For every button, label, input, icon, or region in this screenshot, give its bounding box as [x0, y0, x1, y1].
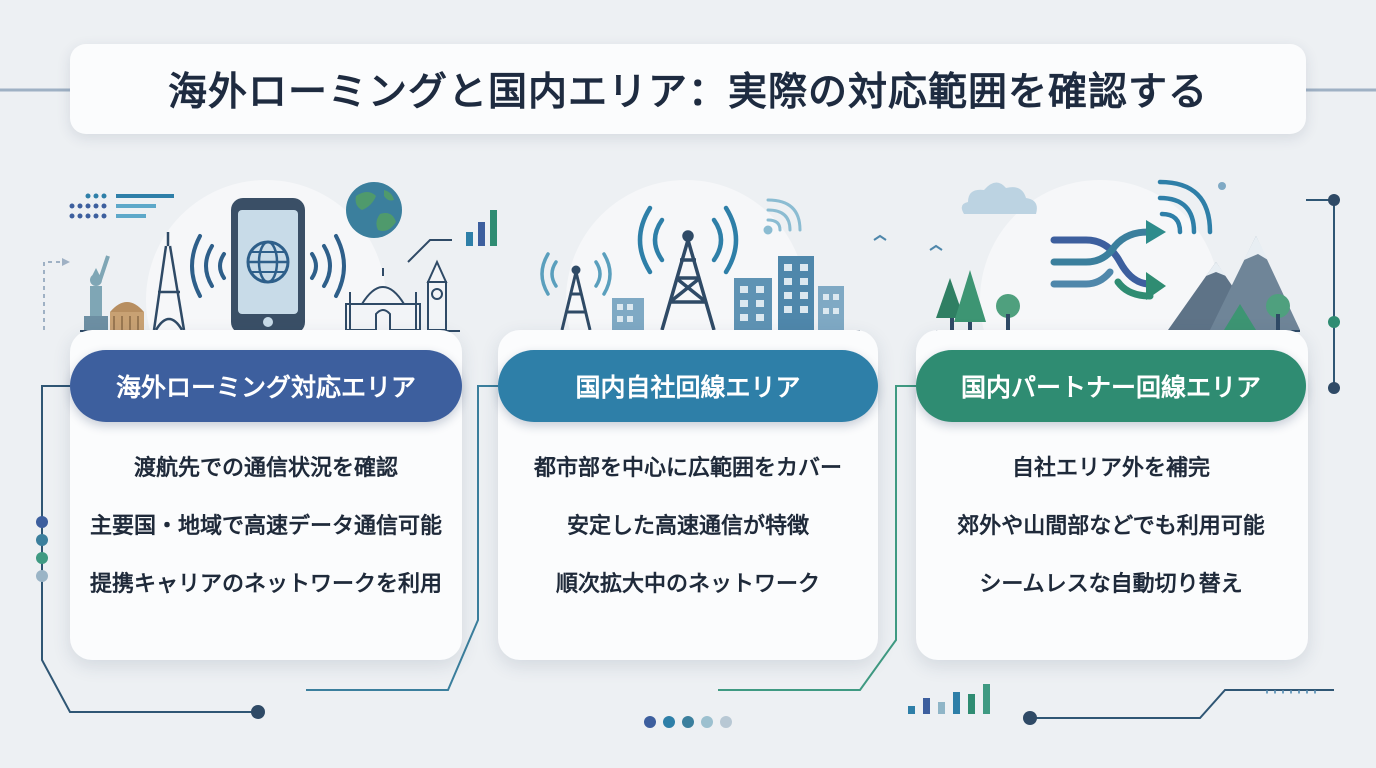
left-dots: [36, 516, 48, 582]
cloud-icon: [961, 182, 1037, 214]
big-ben-icon: [426, 259, 448, 331]
arrow-head: [1146, 220, 1166, 244]
wifi-signal-icon: [637, 205, 739, 275]
bar-chart-icon: [908, 684, 990, 714]
page-title: 海外ローミングと国内エリア：実際の対応範囲を確認する: [167, 70, 1208, 115]
domestic-own-line-list: 都市部を中心に広範囲をカバー 安定した高速通信が特徴 順次拡大中のネットワーク: [498, 452, 878, 602]
bar-chart-icon: [466, 210, 497, 246]
domestic-own-line-heading: 国内自社回線エリア: [498, 350, 878, 422]
globe-icon: [346, 182, 402, 238]
trees-icon: [936, 270, 1020, 330]
title-card: 海外ローミングと国内エリア：実際の対応範囲を確認する: [70, 44, 1306, 134]
circuit-dot: [1328, 382, 1340, 394]
circuit-dot: [251, 705, 265, 719]
wifi-signal-icon: [1157, 179, 1213, 235]
circuit-dot: [1328, 194, 1340, 206]
domestic-partner-line-heading: 国内パートナー回線エリア: [916, 350, 1306, 422]
wifi-signal-icon: [310, 234, 346, 298]
circuit-dot: [1023, 711, 1037, 725]
taj-mahal-icon: [345, 268, 421, 331]
bottom-dots: [644, 716, 732, 728]
smartphone-globe-icon: [231, 198, 305, 334]
wifi-signal-icon: [763, 198, 802, 235]
temple-icon: [110, 302, 144, 330]
circuit-lines: [41, 199, 1335, 719]
circuit-dot: [1328, 316, 1340, 328]
arrow-head: [1146, 272, 1166, 300]
list-item: 渡航先での通信状況を確認: [133, 456, 398, 481]
wifi-signal-icon: [540, 252, 612, 296]
statue-of-liberty-icon: [84, 255, 110, 330]
top-left-dots: [69, 193, 174, 219]
list-item: 郊外や山間部などでも利用可能: [957, 514, 1265, 539]
list-item: 提携キャリアのネットワークを利用: [89, 572, 442, 597]
mountains-icon: [1168, 236, 1300, 330]
list-item: 自社エリア外を補完: [1011, 456, 1210, 481]
list-item: 主要国・地域で高速データ通信可能: [89, 514, 442, 539]
list-item: 安定した高速通信が特徴: [566, 514, 809, 539]
list-item: 都市部を中心に広範囲をカバー: [533, 456, 842, 481]
city-buildings-icon: [612, 298, 644, 330]
list-item: 順次拡大中のネットワーク: [555, 572, 820, 597]
city-buildings-icon: [734, 256, 844, 330]
eiffel-tower-icon: [152, 232, 186, 331]
cell-tower-icon: [560, 265, 592, 331]
overseas-roaming-heading: 海外ローミング対応エリア: [70, 350, 462, 422]
list-item: シームレスな自動切り替え: [979, 572, 1243, 597]
wifi-signal-icon: [190, 234, 226, 298]
overseas-roaming-list: 渡航先での通信状況を確認 主要国・地域で高速データ通信可能 提携キャリアのネット…: [70, 452, 462, 602]
cell-tower-icon: [660, 230, 716, 331]
domestic-partner-line-list: 自社エリア外を補完 郊外や山間部などでも利用可能 シームレスな自動切り替え: [916, 452, 1306, 602]
